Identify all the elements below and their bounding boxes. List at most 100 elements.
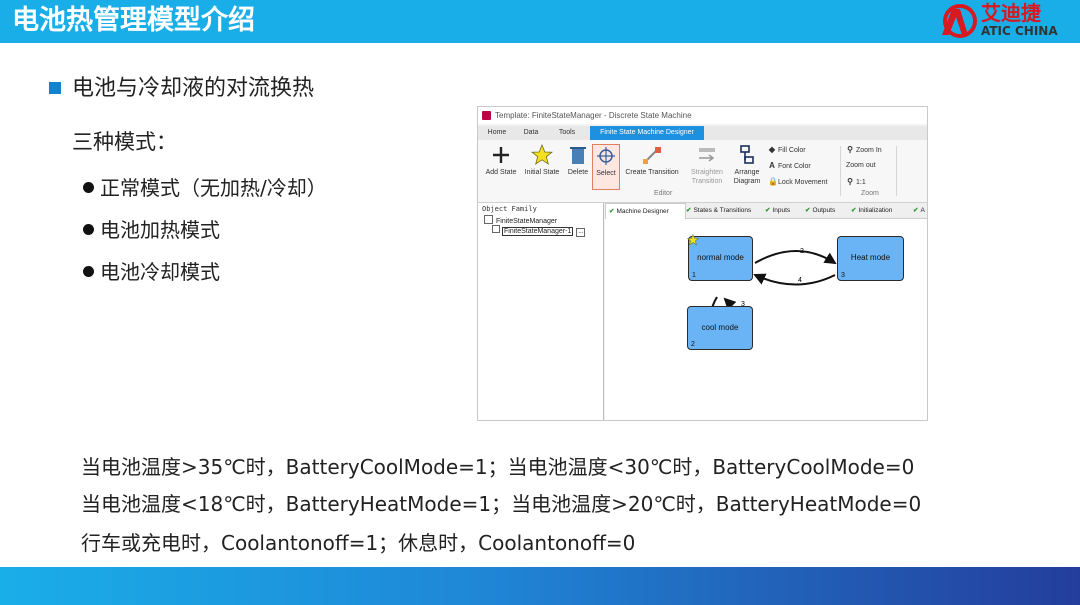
zoom-out-button[interactable]: Zoom out <box>846 161 876 171</box>
magnifier-icon: ⚲ <box>847 145 853 154</box>
transition-arrow-icon <box>643 147 661 164</box>
arrange-label-2: Diagram <box>733 178 761 185</box>
check-icon: ✔ <box>765 207 771 214</box>
delete-label: Delete <box>567 169 589 176</box>
tree-node-icon <box>484 215 493 224</box>
transition-label: 4 <box>798 277 802 284</box>
initial-state-button[interactable]: Initial State <box>521 144 563 177</box>
tab-states-transitions[interactable]: ✔States & Transitions <box>686 203 751 218</box>
magnifier-small-icon: ⚲ <box>847 177 853 186</box>
slide-footer-bar <box>0 567 1080 605</box>
straighten-label-2: Transition <box>691 178 723 185</box>
document-tab-bar: ✔Machine Designer ✔States & Transitions … <box>605 203 927 219</box>
straighten-icon <box>699 148 715 162</box>
initial-state-label: Initial State <box>524 169 560 176</box>
zoom-in-label: Zoom In <box>856 147 882 154</box>
section-heading: 电池与冷却液的对流换热 <box>72 76 315 101</box>
tab-label: Machine Designer <box>616 208 669 215</box>
straighten-transition-button[interactable]: Straighten Transition <box>686 144 728 186</box>
object-family-title: Object Family <box>482 205 537 213</box>
lock-movement-button[interactable]: 🔒Lock Movement <box>768 177 827 188</box>
mode-label: 正常模式（无加热/冷却） <box>100 176 327 200</box>
state-normal-mode[interactable]: normal mode 1 <box>687 234 753 281</box>
check-icon: ✔ <box>609 208 615 215</box>
tab-inputs[interactable]: ✔Inputs <box>765 203 790 218</box>
tab-more[interactable]: ✔A <box>913 203 925 218</box>
zoom-1to1-label: 1:1 <box>856 179 866 186</box>
tree-child-item[interactable]: FiniteStateManager-1... <box>492 225 586 237</box>
tab-label: Inputs <box>772 207 791 214</box>
tree-root-item[interactable]: FiniteStateManager <box>484 215 557 225</box>
arrange-icon <box>740 145 754 164</box>
lock-movement-label: Lock Movement <box>778 179 828 186</box>
tab-initialization[interactable]: ✔Initialization <box>851 203 892 218</box>
transition-label: 3 <box>741 301 745 308</box>
state-cool-mode[interactable]: cool mode 2 <box>687 306 753 350</box>
mode-label: 电池冷却模式 <box>100 260 220 284</box>
mode-item: 电池加热模式 <box>83 216 220 244</box>
ribbon-tab-tools[interactable]: Tools <box>558 129 576 136</box>
state-label: normal mode <box>697 253 744 262</box>
select-button[interactable]: Select <box>592 144 620 190</box>
rule-line-heat: 当电池温度<18℃时，BatteryHeatMode=1；当电池温度>20℃时，… <box>81 492 922 516</box>
add-state-button[interactable]: Add State <box>482 144 520 177</box>
window-title: Template: FiniteStateManager - Discrete … <box>495 111 692 120</box>
tab-label: Initialization <box>858 207 893 214</box>
app-icon <box>482 111 491 120</box>
state-diagram-canvas[interactable]: 2 4 3 normal mode 1 Heat mode 3 cool mod… <box>605 219 927 420</box>
delete-button[interactable]: Delete <box>565 144 591 177</box>
state-label: cool mode <box>701 323 739 332</box>
tab-label: A <box>920 207 925 214</box>
mode-item: 电池冷却模式 <box>83 258 220 286</box>
font-color-icon: A <box>769 161 775 170</box>
straighten-label: Straighten <box>691 169 723 176</box>
designer-document-area: ✔Machine Designer ✔States & Transitions … <box>605 203 927 420</box>
tab-outputs[interactable]: ✔Outputs <box>805 203 835 218</box>
bullet-dot-icon <box>83 224 94 235</box>
ribbon-tab-data[interactable]: Data <box>523 129 539 136</box>
transition-label: 2 <box>800 248 804 255</box>
create-transition-label: Create Transition <box>625 169 679 176</box>
arrange-diagram-button[interactable]: Arrange Diagram <box>730 144 764 186</box>
zoom-in-button[interactable]: ⚲Zoom In <box>846 145 882 156</box>
trash-icon <box>570 147 586 164</box>
tree-node-icon <box>492 225 500 233</box>
tab-machine-designer[interactable]: ✔Machine Designer <box>605 203 686 219</box>
zoom-group-label: Zoom <box>861 190 879 197</box>
add-state-label: Add State <box>485 169 517 176</box>
select-label: Select <box>596 170 616 177</box>
zoom-out-label: Zoom out <box>846 162 876 169</box>
check-icon: ✔ <box>851 207 857 214</box>
rule-line-cool: 当电池温度>35℃时，BatteryCoolMode=1；当电池温度<30℃时，… <box>81 455 915 479</box>
mode-item: 正常模式（无加热/冷却） <box>83 174 327 202</box>
logo-chinese-text: 艾迪捷 <box>981 1 1041 25</box>
ribbon-tab-home[interactable]: Home <box>487 129 507 136</box>
window-titlebar: Template: FiniteStateManager - Discrete … <box>478 107 927 124</box>
fill-color-label: Fill Color <box>778 147 806 154</box>
state-machine-app-window: Template: FiniteStateManager - Discrete … <box>477 106 928 421</box>
mode-label: 电池加热模式 <box>100 218 220 242</box>
logo-english-text: ATIC CHINA <box>981 24 1058 38</box>
state-label: Heat mode <box>850 253 891 262</box>
state-heat-mode[interactable]: Heat mode 3 <box>837 236 904 281</box>
fill-color-button[interactable]: ◆Fill Color <box>768 145 806 156</box>
heading-bullet-icon <box>49 82 61 94</box>
state-number: 2 <box>691 341 695 348</box>
font-color-label: Font Color <box>778 163 811 170</box>
create-transition-button[interactable]: Create Transition <box>621 144 683 177</box>
ribbon-divider <box>840 146 841 196</box>
transition-arrow[interactable] <box>754 250 837 265</box>
check-icon: ✔ <box>686 207 692 214</box>
ribbon-tab-fsm-designer[interactable]: Finite State Machine Designer <box>590 126 704 140</box>
atic-logo: 艾迪捷 ATIC CHINA <box>938 1 1068 39</box>
state-number: 3 <box>841 272 845 279</box>
ribbon-toolbar: Add State Initial State Delete Select Cr… <box>478 140 927 203</box>
transition-arrow[interactable] <box>753 273 836 286</box>
more-options-button[interactable]: ... <box>576 228 586 237</box>
object-family-pane: Object Family FiniteStateManager FiniteS… <box>478 203 604 420</box>
zoom-1to1-button[interactable]: ⚲1:1 <box>846 177 866 188</box>
editor-group-label: Editor <box>654 190 673 197</box>
slide-title: 电池热管理模型介绍 <box>12 5 255 36</box>
slide-header: 电池热管理模型介绍 艾迪捷 ATIC CHINA <box>0 0 1080 43</box>
